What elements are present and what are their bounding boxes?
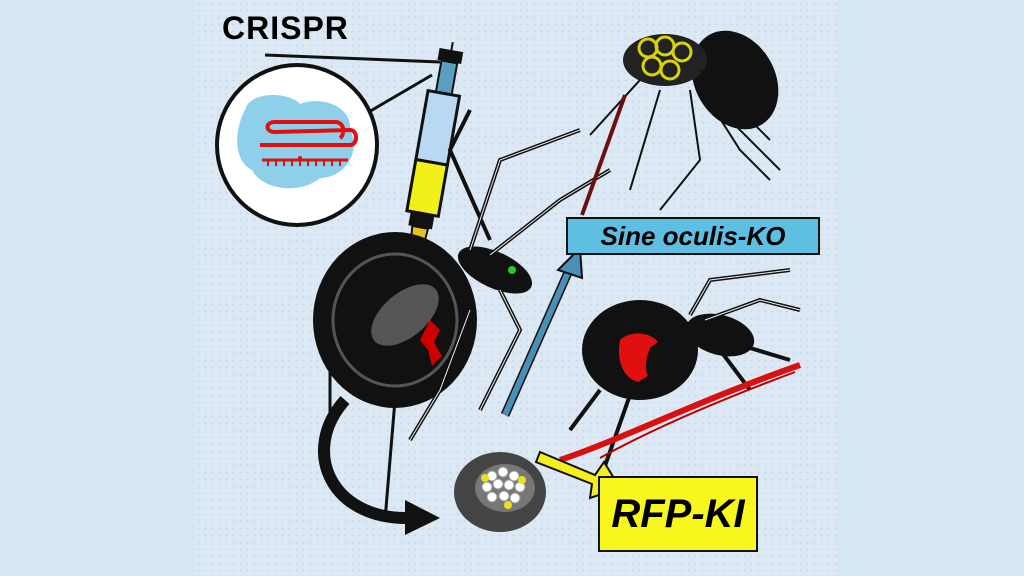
knockout-arrow <box>500 245 584 417</box>
crispr-inset <box>215 53 441 227</box>
egg-arrow <box>318 395 440 535</box>
egg-sac <box>454 452 546 532</box>
knockin-label: RFP-KI <box>598 476 758 552</box>
crispr-label: CRISPR <box>222 10 349 46</box>
spider-knockout <box>580 30 781 216</box>
spider-injected <box>313 109 612 521</box>
spider-knockin <box>559 268 801 481</box>
knockout-label: Sine oculis-KO <box>566 217 820 255</box>
